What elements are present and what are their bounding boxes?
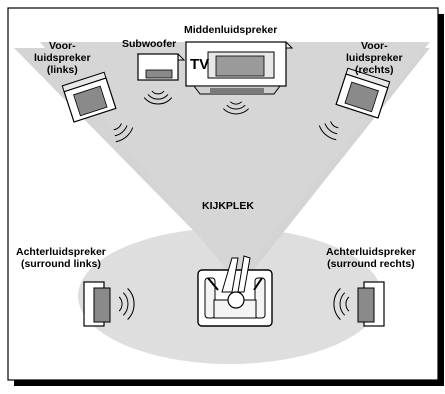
front-left-speaker bbox=[61, 71, 117, 123]
sound-wave-arc bbox=[147, 94, 169, 100]
rear-left-label-line-2: (surround links) bbox=[20, 258, 101, 270]
rear-right-label-line-2: (surround rechts) bbox=[327, 258, 415, 270]
front-right-speaker bbox=[335, 67, 391, 119]
subwoofer-waves bbox=[143, 90, 173, 105]
front-right-label-line-1: Voor- bbox=[360, 40, 388, 52]
sound-wave-arc bbox=[143, 97, 173, 105]
sound-wave-arc bbox=[330, 121, 339, 129]
center-waves bbox=[222, 101, 250, 115]
sound-wave-arc bbox=[118, 296, 123, 312]
sound-wave-arc bbox=[339, 292, 346, 316]
center-speaker-label: Middenluidspreker bbox=[184, 24, 278, 36]
rear-right-waves bbox=[333, 288, 350, 320]
sound-wave-arc bbox=[115, 127, 134, 143]
sound-wave-arc bbox=[324, 123, 338, 135]
subwoofer-label: Subwoofer bbox=[122, 38, 177, 50]
sound-cone-main bbox=[40, 42, 430, 280]
sound-wave-arc bbox=[222, 108, 250, 115]
sound-wave-arc bbox=[127, 288, 135, 320]
front-right-label: Voor- luidspreker (rechts) bbox=[346, 40, 403, 76]
sound-wave-arc bbox=[122, 292, 129, 316]
viewing-spot-label: KIJKPLEK bbox=[202, 200, 254, 212]
sound-wave-arc bbox=[114, 125, 128, 137]
front-left-label-line-1: Voor- bbox=[48, 40, 76, 52]
front-left-label-line-3: (links) bbox=[46, 64, 78, 76]
rear-right-label: Achterluidspreker (surround rechts) bbox=[326, 246, 416, 270]
front-left-label: Voor- luidspreker (links) bbox=[34, 40, 91, 76]
sound-wave-arc bbox=[113, 123, 122, 131]
sound-wave-arc bbox=[333, 288, 341, 320]
sound-wave-arc bbox=[345, 296, 350, 312]
rear-right-label-line-1: Achterluidspreker bbox=[326, 246, 416, 258]
center-speaker-tv bbox=[184, 41, 294, 95]
listener-on-sofa bbox=[197, 255, 273, 327]
tv-label: TV bbox=[190, 56, 210, 73]
rear-left-label-line-1: Achterluidspreker bbox=[16, 246, 106, 258]
front-right-label-line-2: luidspreker bbox=[346, 52, 403, 64]
front-left-label-line-2: luidspreker bbox=[34, 52, 91, 64]
sound-wave-arc bbox=[226, 104, 246, 110]
front-left-waves bbox=[113, 123, 134, 143]
sound-wave-arc bbox=[151, 90, 165, 95]
rear-right-speaker bbox=[357, 281, 385, 327]
rear-left-waves bbox=[118, 288, 135, 320]
front-right-label-line-3: (rechts) bbox=[355, 64, 394, 76]
rear-left-speaker bbox=[83, 281, 111, 327]
rear-left-label: Achterluidspreker (surround links) bbox=[16, 246, 106, 270]
front-right-waves bbox=[318, 121, 339, 141]
subwoofer-box bbox=[136, 53, 186, 81]
sound-wave-arc bbox=[229, 101, 243, 105]
sound-wave-arc bbox=[318, 125, 337, 141]
